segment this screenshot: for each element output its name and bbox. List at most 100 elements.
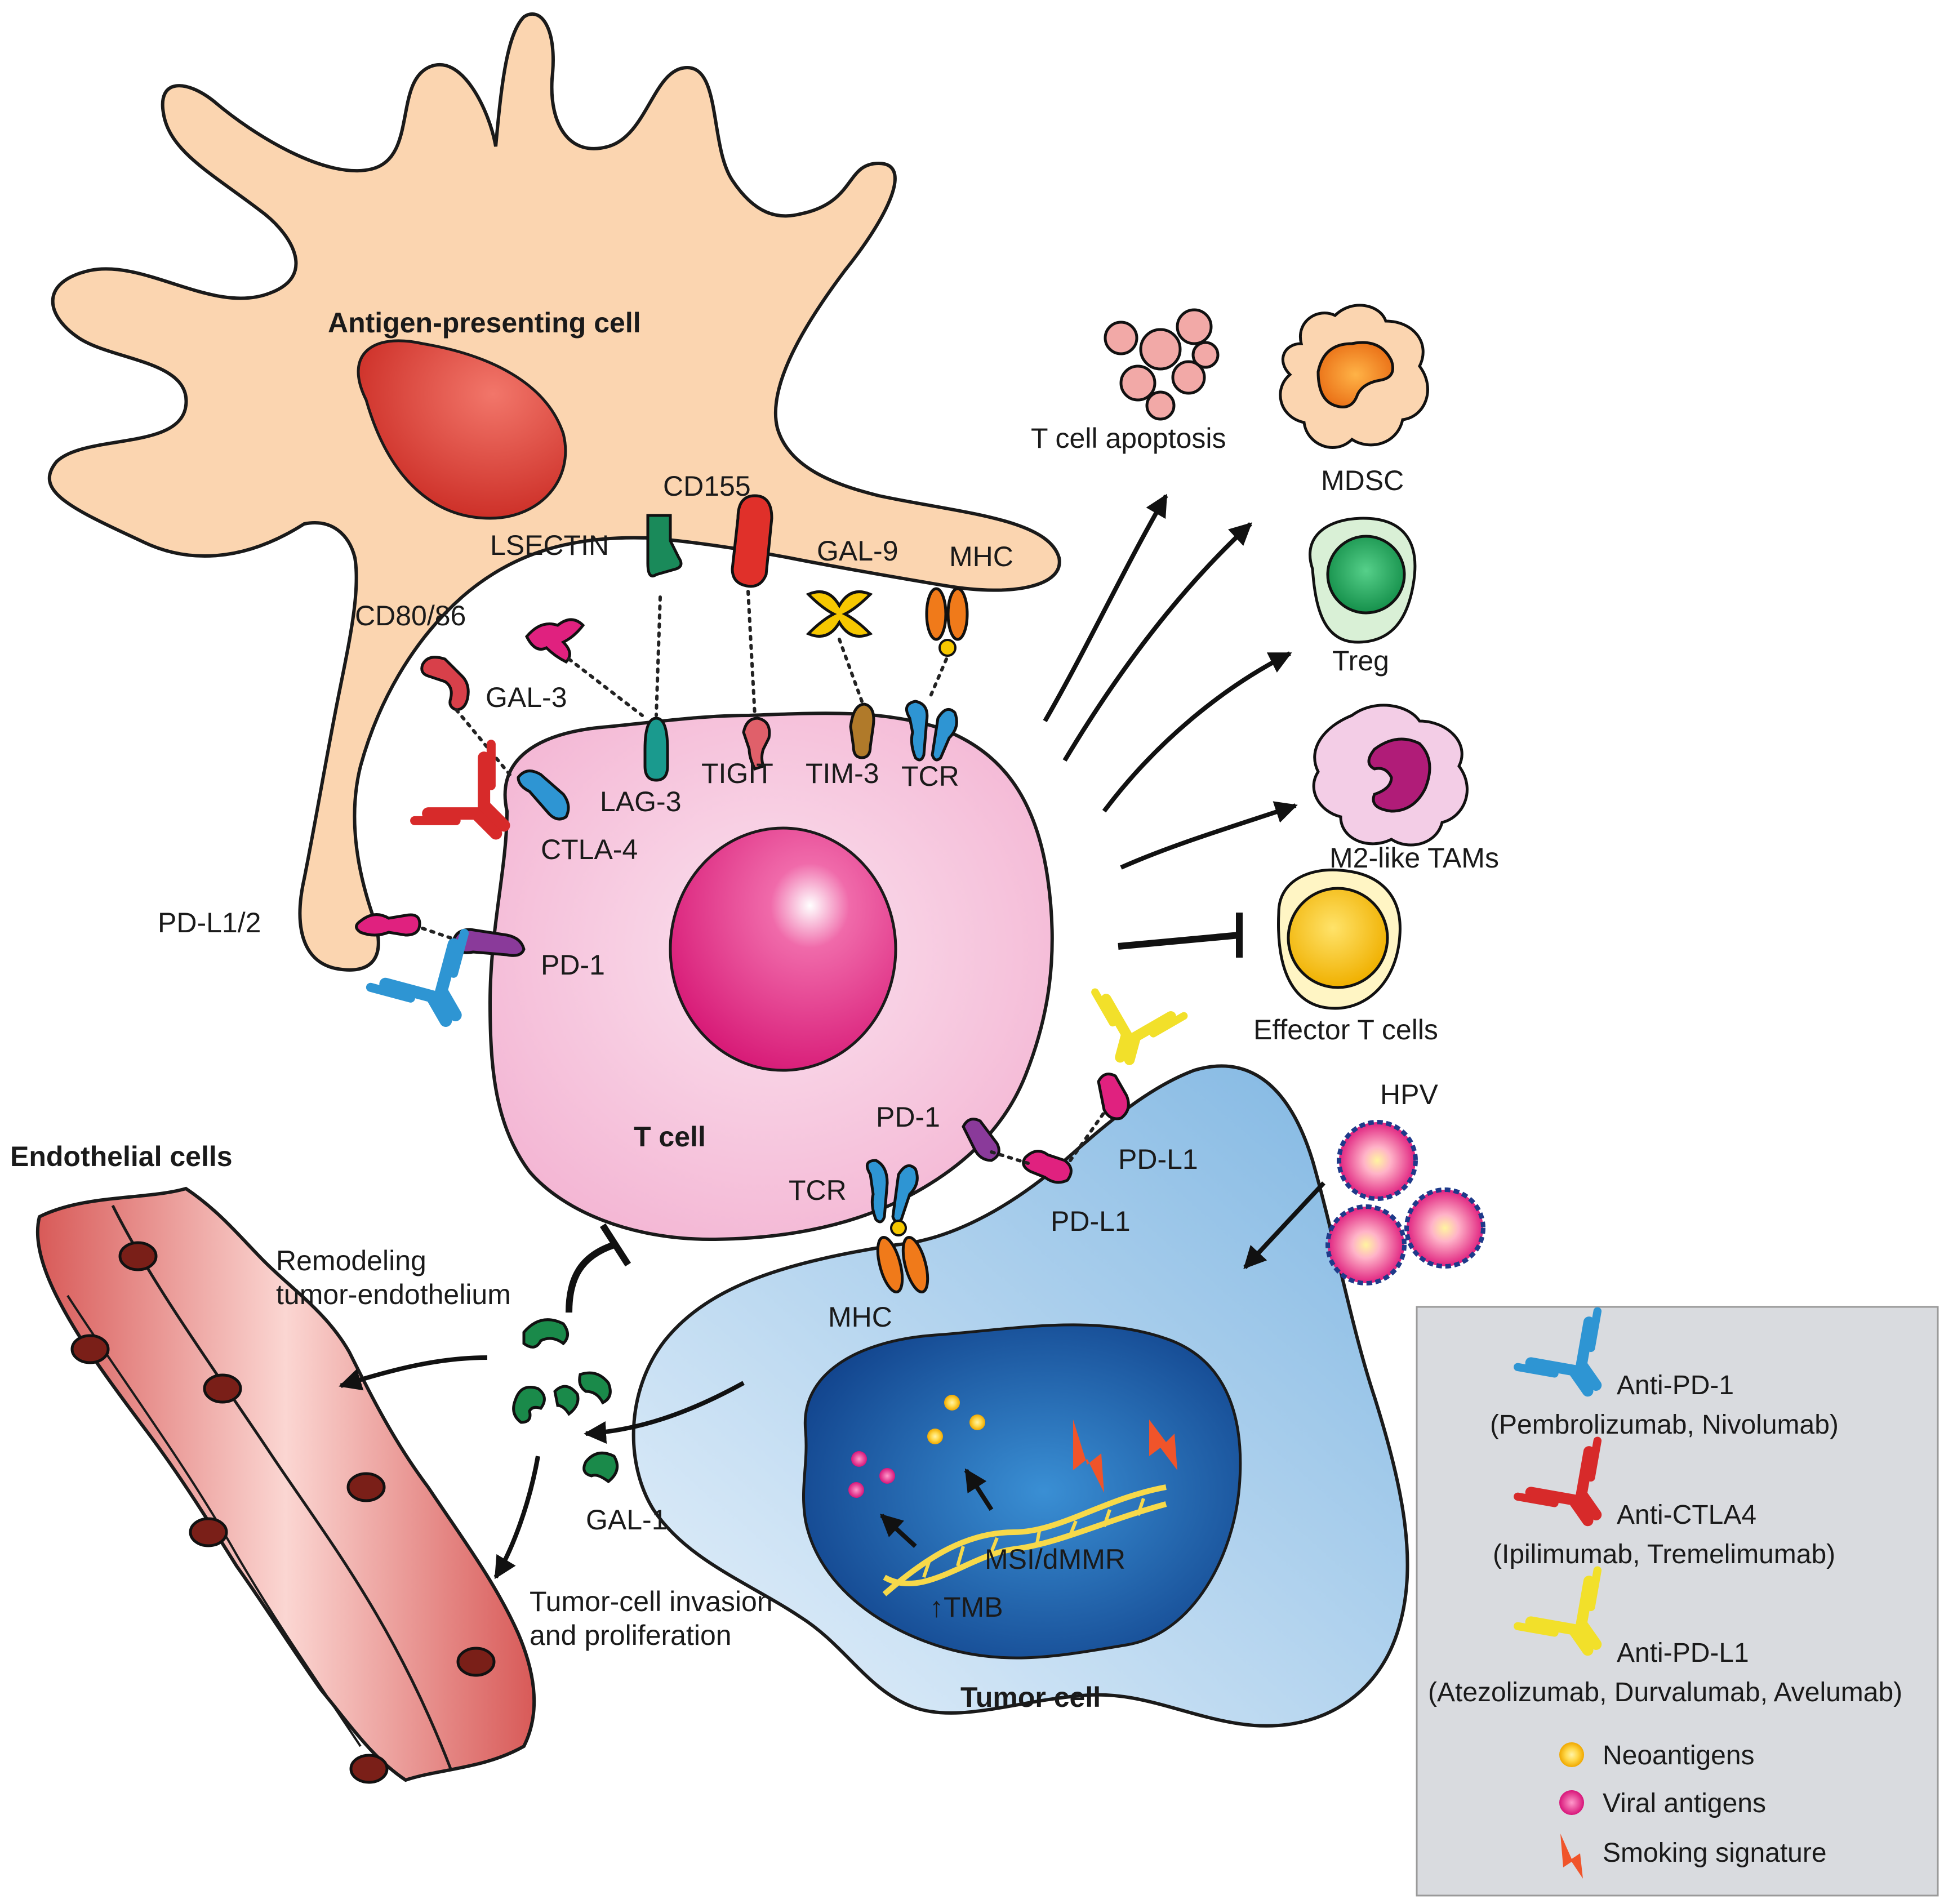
pd1-bottom-receptor: [962, 1118, 1000, 1162]
remodel-label-2: tumor-endothelium: [276, 1279, 511, 1310]
endothelial-nucleus: [349, 1754, 389, 1784]
remodel-label-1: Remodeling: [276, 1245, 426, 1276]
tmb-label: ↑TMB: [929, 1591, 1003, 1623]
hpv-label: HPV: [1380, 1079, 1438, 1110]
legend-anti-pdl1-drugs: (Atezolizumab, Durvalumab, Avelumab): [1428, 1678, 1902, 1707]
apc-cell: [47, 12, 1061, 972]
lag3-label: LAG-3: [600, 786, 682, 817]
legend-anti-pd1-name: Anti-PD-1: [1617, 1371, 1734, 1400]
lag3-receptor: [643, 717, 669, 782]
pdl1-ligand-a: [1022, 1150, 1073, 1184]
lsectin-receptor: [646, 514, 683, 577]
treg-cell: [1309, 517, 1417, 644]
legend-neoantigens-label: Neoantigens: [1603, 1741, 1755, 1770]
cd155-receptor: [731, 494, 773, 588]
mhc-bottom-label: MHC: [828, 1301, 892, 1333]
legend: Anti-PD-1 (Pembrolizumab, Nivolumab) Ant…: [1416, 1306, 1939, 1897]
tumor-nucleus: [802, 1323, 1242, 1660]
inhibition-effector: [1118, 913, 1243, 958]
effector-label: Effector T cells: [1253, 1014, 1438, 1046]
endothelial-label: Endothelial cells: [10, 1141, 233, 1172]
msi-label: MSI/dMMR: [985, 1543, 1126, 1575]
t-cell-label: T cell: [634, 1121, 706, 1153]
apoptotic-t-cell: [1104, 308, 1220, 421]
m2-tams-label: M2-like TAMs: [1329, 842, 1499, 874]
endothelial-nucleus: [118, 1241, 158, 1271]
endothelial-nucleus: [346, 1472, 386, 1502]
apc-label: Antigen-presenting cell: [328, 307, 641, 339]
treg-label: Treg: [1332, 645, 1389, 677]
cd80-86-ligand: [420, 656, 470, 711]
invasion-label-1: Tumor-cell invasion: [530, 1586, 773, 1617]
cd155-label: CD155: [663, 470, 751, 502]
cd80-86-label: CD80/86: [355, 600, 466, 631]
ctla4-label: CTLA-4: [541, 834, 638, 865]
legend-anti-ctla4-drugs: (Ipilimumab, Tremelimumab): [1493, 1540, 1835, 1569]
pd-l1-2-ligand: [355, 913, 421, 937]
inhibition-tcell: [566, 1223, 631, 1313]
hpv-virion: [1404, 1187, 1485, 1269]
legend-smoking-icon: [1560, 1834, 1583, 1879]
ctla4-receptor: [517, 769, 570, 821]
tcr-bottom-label: TCR: [789, 1175, 847, 1206]
gal1-cluster: [512, 1318, 619, 1484]
endothelial-nucleus: [189, 1517, 228, 1547]
mdsc-cell: [1279, 304, 1429, 449]
tigit-receptor: [742, 717, 771, 771]
legend-viral-antigen-icon: [1559, 1790, 1584, 1815]
neoantigen-dot: [969, 1414, 985, 1430]
apc-nucleus: [357, 339, 567, 520]
tumor-label: Tumor cell: [960, 1681, 1101, 1713]
tim3-receptor: [849, 702, 875, 759]
invasion-label-2: and proliferation: [530, 1620, 732, 1651]
anti-pdl1-antibody-tumor: [1080, 992, 1184, 1070]
tigit-label: TIGIT: [701, 758, 773, 789]
legend-viral-antigens-label: Viral antigens: [1603, 1789, 1766, 1818]
endothelial-nucleus: [70, 1334, 110, 1364]
hpv-virion: [1337, 1120, 1418, 1201]
pd1-bottom-label: PD-1: [876, 1101, 940, 1133]
smoking-bolt: [1073, 1420, 1104, 1493]
gal9-symbol: [806, 590, 873, 638]
apoptosis-label: T cell apoptosis: [1031, 422, 1226, 454]
m2-tam-cell: [1312, 704, 1469, 847]
pdl1-b-label: PD-L1: [1118, 1144, 1198, 1175]
hpv-virion: [1325, 1204, 1407, 1285]
legend-smoking-label: Smoking signature: [1603, 1838, 1827, 1868]
t-cell-nucleus: [669, 826, 897, 1072]
tim3-label: TIM-3: [806, 758, 879, 789]
tcr-top-label: TCR: [901, 760, 959, 792]
viral-antigen-dot: [851, 1451, 867, 1467]
pd1-top-label: PD-1: [541, 949, 605, 981]
legend-anti-pdl1-name: Anti-PD-L1: [1617, 1638, 1749, 1668]
gal3-symbol: [525, 618, 585, 664]
lsectin-label: LSECTIN: [490, 530, 609, 561]
mdsc-label: MDSC: [1321, 465, 1404, 496]
gal1-label: GAL-1: [586, 1504, 668, 1536]
smoking-bolt: [1149, 1420, 1177, 1470]
pdl1-a-label: PD-L1: [1051, 1205, 1131, 1237]
endothelial-nucleus: [456, 1647, 496, 1677]
gal9-label: GAL-9: [817, 535, 898, 567]
dna-helix: [882, 1484, 1167, 1596]
mhc-bottom: [876, 1220, 929, 1294]
effector-t-cell: [1277, 868, 1402, 1010]
legend-box: [1416, 1306, 1939, 1897]
tcr-bottom: [865, 1159, 919, 1224]
pdl1-ligand-b: [1097, 1073, 1130, 1120]
viral-antigen-dot: [848, 1482, 864, 1498]
gal3-label: GAL-3: [486, 682, 567, 713]
pd-l1-2-label: PD-L1/2: [158, 907, 261, 938]
legend-anti-ctla4-name: Anti-CTLA4: [1617, 1500, 1756, 1530]
tcr-top: [905, 700, 958, 762]
legend-neoantigen-icon: [1559, 1742, 1584, 1767]
mhc-top: [925, 587, 969, 657]
viral-antigen-dot: [879, 1468, 895, 1484]
legend-anti-pd1-drugs: (Pembrolizumab, Nivolumab): [1490, 1410, 1839, 1440]
endothelial-nucleus: [203, 1373, 242, 1404]
neoantigen-dot: [944, 1395, 960, 1411]
mhc-top-label: MHC: [949, 541, 1013, 572]
neoantigen-dot: [927, 1429, 943, 1444]
